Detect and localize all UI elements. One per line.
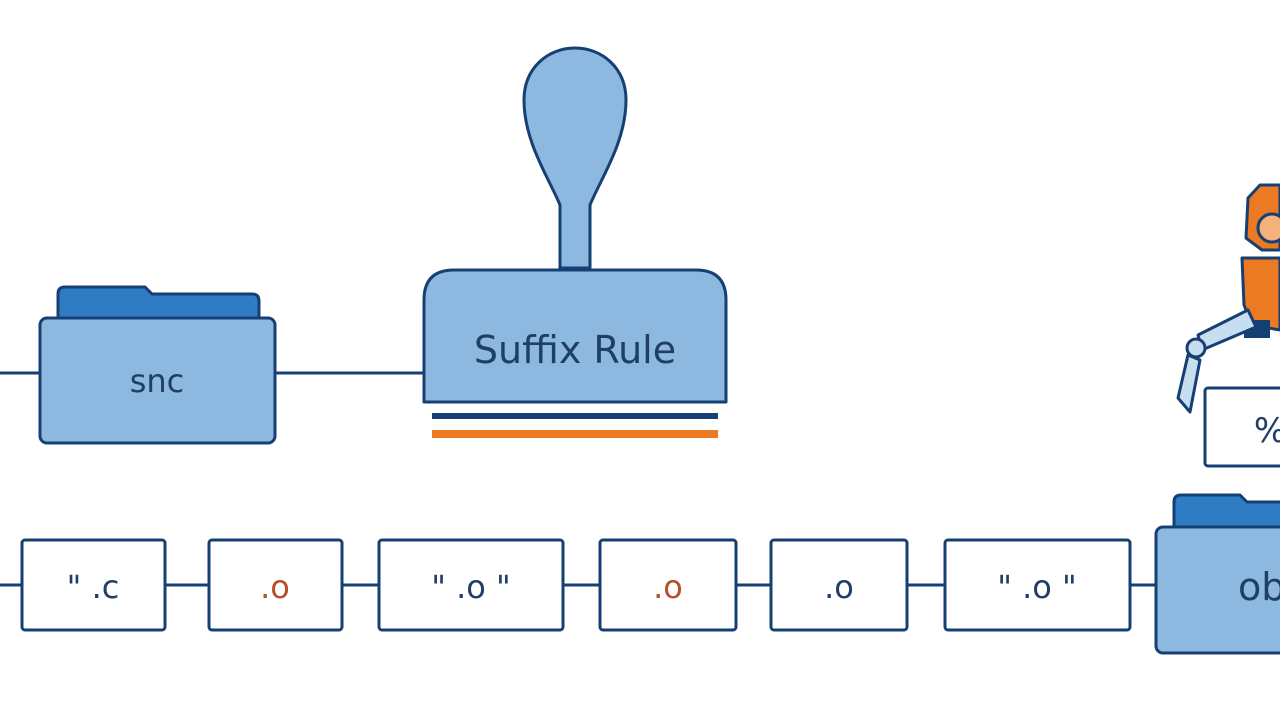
stamp-icon [422, 46, 728, 438]
pattern-card [1203, 386, 1280, 468]
chain-box [20, 538, 167, 632]
stamp-label: Suffix Rule [474, 328, 676, 372]
chain-box-label: .o [260, 568, 290, 606]
pattern-card-label: % [1254, 411, 1280, 451]
chain-box-label: " .o " [997, 568, 1077, 606]
chain-box [943, 538, 1132, 632]
chain-box [207, 538, 344, 632]
chain-box-label: " .o " [431, 568, 511, 606]
chain-box-label: .o [824, 568, 854, 606]
output-folder-icon [1154, 493, 1280, 655]
chain-box-label: " .c [67, 568, 120, 606]
source-folder-icon [38, 285, 277, 445]
chain-box [598, 538, 738, 632]
chain-box [769, 538, 909, 632]
robot-arm-icon [1176, 183, 1280, 414]
output-folder-label: ob [1238, 565, 1280, 609]
chain-box [377, 538, 565, 632]
chain-box-label: .o [653, 568, 683, 606]
source-folder-label: snc [130, 362, 185, 400]
